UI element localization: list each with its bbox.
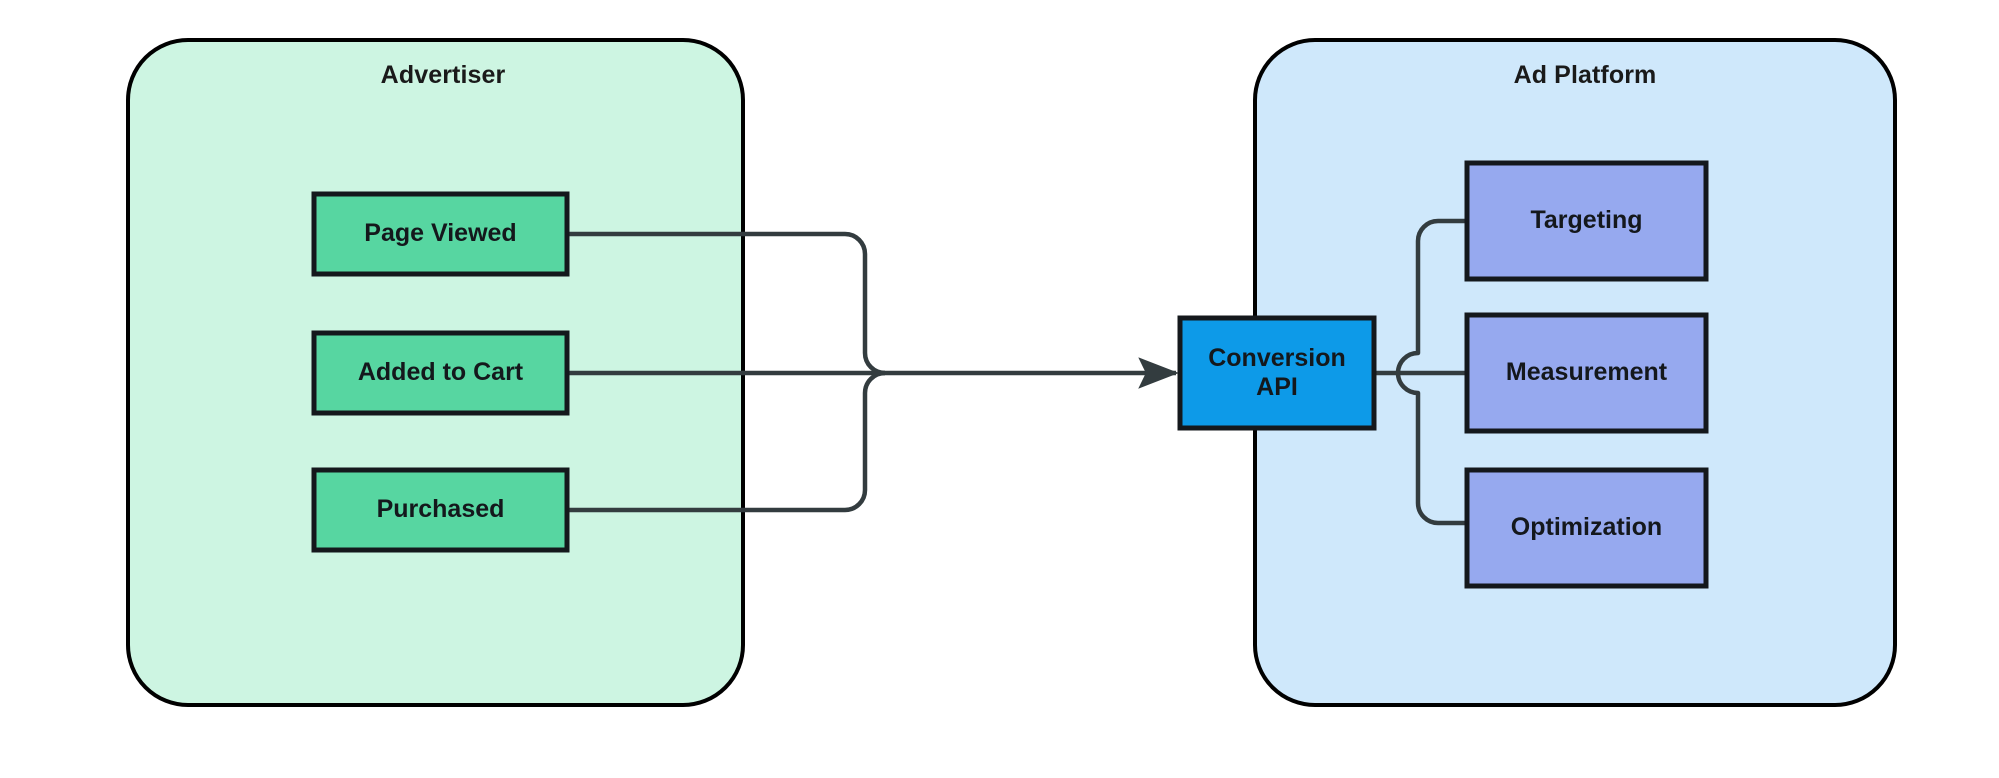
node-optimization[interactable]	[1464, 467, 1709, 589]
container-title-advertiser: Advertiser	[380, 61, 506, 89]
node-purchased[interactable]	[311, 467, 570, 553]
node-page-viewed[interactable]	[311, 191, 570, 277]
edge-page-viewed-to-conversion-api[interactable]	[567, 231, 886, 376]
edge-conversion-api-to-targeting[interactable]	[1395, 218, 1467, 374]
node-measurement[interactable]	[1464, 312, 1709, 434]
node-added-to-cart[interactable]	[311, 330, 570, 416]
container-title-ad-platform: Ad Platform	[1513, 61, 1657, 89]
node-targeting[interactable]	[1464, 160, 1709, 282]
edge-conversion-api-to-optimization[interactable]	[1395, 372, 1467, 526]
node-conversion-api[interactable]	[1177, 315, 1377, 431]
edge-purchased-to-conversion-api[interactable]	[567, 370, 886, 513]
